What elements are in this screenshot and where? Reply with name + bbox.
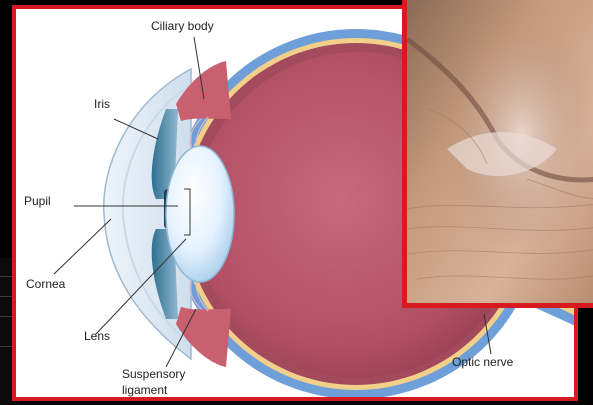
label-iris: Iris	[94, 97, 110, 111]
label-pupil: Pupil	[24, 194, 51, 208]
label-lens: Lens	[84, 329, 110, 343]
label-cornea: Cornea	[26, 277, 65, 291]
label-optic-nerve: Optic nerve	[452, 355, 513, 369]
label-ciliary-body: Ciliary body	[151, 19, 214, 33]
label-suspensory-ligament-line2: ligament	[122, 383, 167, 397]
skin-texture-image	[407, 0, 593, 303]
label-suspensory-ligament-line1: Suspensory	[122, 367, 185, 381]
eye-closeup-photo	[402, 0, 593, 308]
lens-shape	[166, 146, 234, 282]
